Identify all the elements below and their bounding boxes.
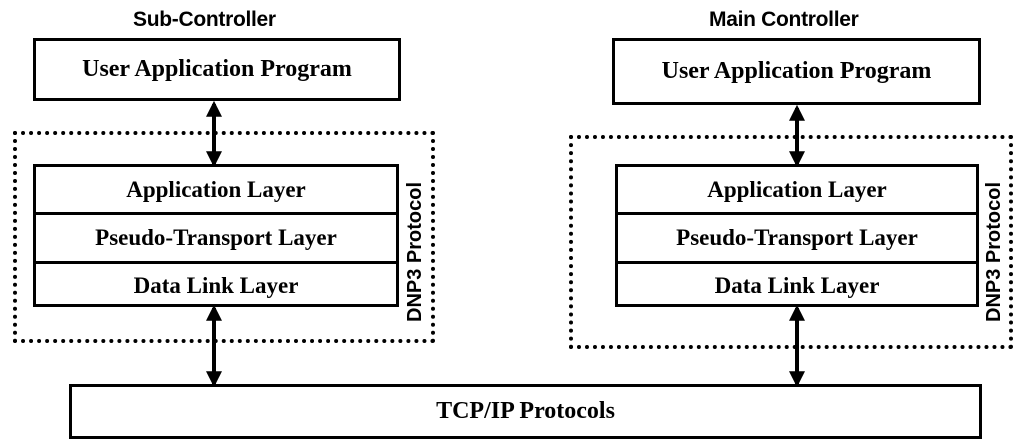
main-dnp3-protocol-label: DNP3 Protocol xyxy=(983,181,1005,322)
tcpip-protocols-box: TCP/IP Protocols xyxy=(69,384,982,439)
main-data-link-layer: Data Link Layer xyxy=(714,272,880,298)
sub-application-layer: Application Layer xyxy=(126,177,306,202)
sub-dnp3-protocol-label: DNP3 Protocol xyxy=(404,181,426,322)
main-controller-title: Main Controller xyxy=(709,8,859,31)
sub-protocol-stack: Application Layer Pseudo-Transport Layer… xyxy=(33,164,399,307)
layer-divider xyxy=(618,261,976,264)
main-user-application-program: User Application Program xyxy=(612,38,981,105)
sub-dnp3-protocol-boundary xyxy=(13,131,435,343)
sub-pseudo-transport-layer: Pseudo-Transport Layer xyxy=(95,225,337,250)
main-dnp3-protocol-boundary xyxy=(569,135,1013,349)
main-protocol-stack: Application Layer Pseudo-Transport Layer… xyxy=(615,164,979,307)
main-pseudo-transport-layer: Pseudo-Transport Layer xyxy=(676,225,918,250)
sub-data-link-layer: Data Link Layer xyxy=(133,272,299,298)
sub-controller-title: Sub-Controller xyxy=(133,8,276,31)
layer-divider xyxy=(36,212,396,215)
layer-divider xyxy=(36,261,396,264)
sub-user-application-program: User Application Program xyxy=(33,38,401,101)
main-application-layer: Application Layer xyxy=(707,177,887,202)
layer-divider xyxy=(618,212,976,215)
